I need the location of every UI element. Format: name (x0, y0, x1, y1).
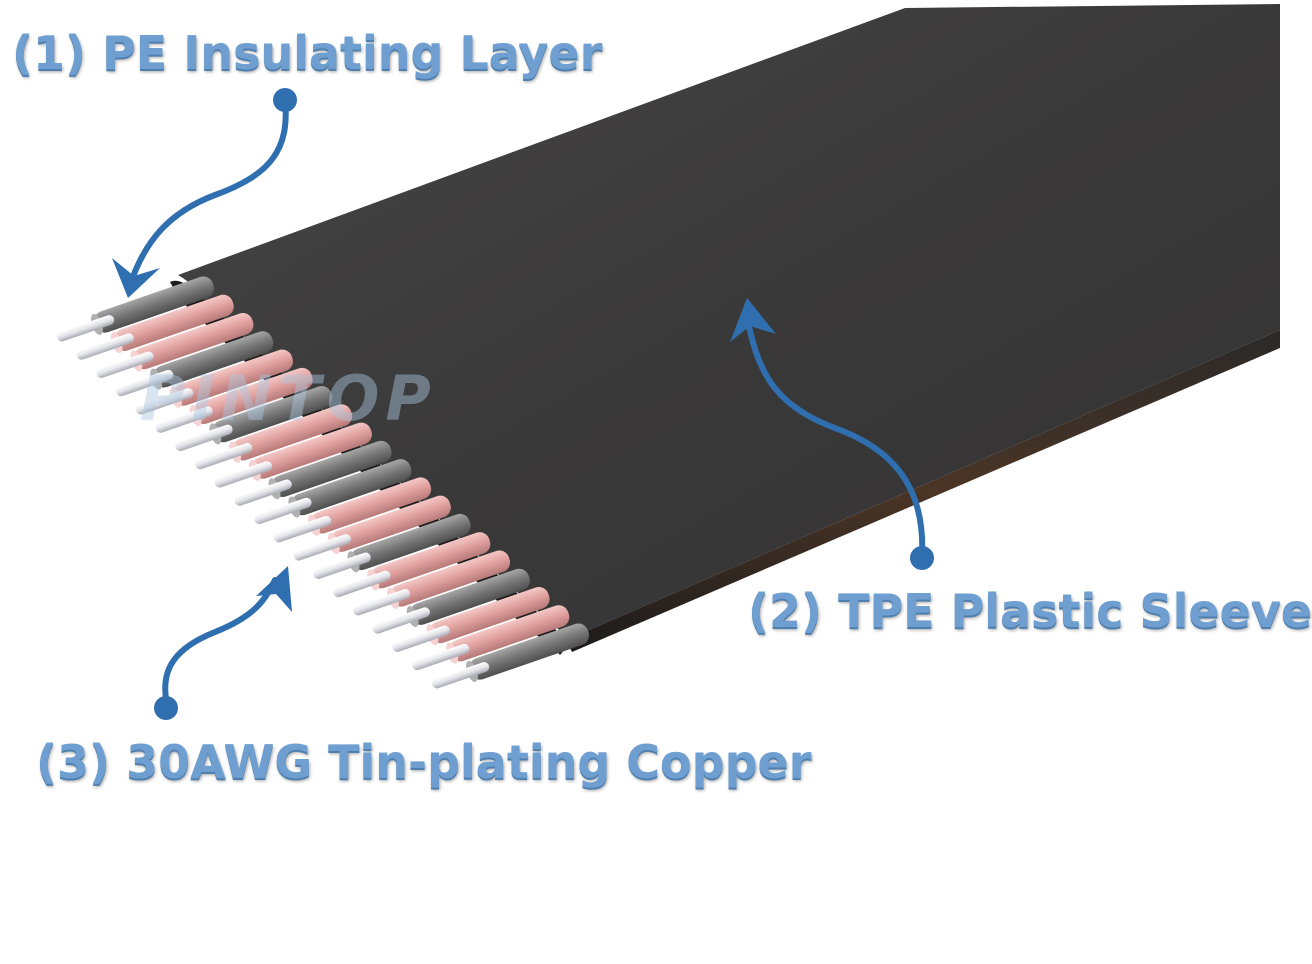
pe-insulation-grey (409, 568, 530, 625)
copper-core (372, 607, 430, 634)
pe-insulation-pink (449, 605, 570, 662)
wire (195, 404, 353, 470)
brand-watermark: PINTOP (140, 362, 437, 435)
pe-insulation-pink (370, 532, 491, 589)
wire (214, 422, 372, 488)
wire (372, 568, 530, 634)
wire (431, 623, 590, 689)
copper-core (116, 369, 174, 397)
label-tpe-plastic-sleeve: (2) TPE Plastic Sleeve (748, 584, 1312, 638)
arrow-copper (162, 577, 278, 711)
pointer-arrows (112, 88, 934, 720)
copper-core (135, 388, 194, 415)
copper-core (155, 406, 213, 433)
pe-insulation-pink (252, 422, 372, 479)
arrow-pe-layer-head (112, 258, 160, 298)
wire (412, 605, 570, 671)
pe-insulation-pink (390, 550, 511, 607)
arrow-copper-head (256, 566, 292, 612)
pe-insulation-grey (271, 440, 392, 498)
wire (352, 550, 511, 616)
pe-insulation-pink (192, 367, 313, 424)
copper-core (234, 479, 292, 506)
copper-core (352, 589, 411, 616)
copper-core (254, 497, 312, 525)
copper-core (175, 424, 233, 452)
copper-core (313, 552, 371, 579)
wire (274, 477, 432, 543)
wire (293, 495, 451, 561)
copper-core (214, 461, 273, 488)
pe-insulation-grey (350, 513, 471, 571)
pe-insulation-pink (113, 294, 234, 351)
copper-core (76, 333, 134, 360)
wire (313, 513, 471, 579)
wire (234, 440, 392, 506)
copper-core (274, 515, 332, 543)
label-tin-plating-copper: (3) 30AWG Tin-plating Copper (36, 735, 812, 789)
pe-insulation-pink (330, 495, 451, 552)
wire (333, 532, 491, 598)
pe-insulation-pink (429, 586, 550, 644)
wire (175, 386, 333, 452)
wire (254, 459, 412, 525)
tpe-sleeve-top-surface (178, 4, 1280, 640)
wire (76, 294, 234, 360)
wire (135, 349, 293, 415)
pe-insulation-grey (212, 386, 333, 443)
pe-insulation-grey (153, 331, 274, 388)
pe-insulation-pink (173, 349, 293, 406)
wire (96, 313, 254, 378)
wire (392, 586, 550, 652)
arrow-tpe-sleeve-head (730, 298, 776, 342)
copper-core (412, 643, 470, 671)
wire (116, 331, 274, 397)
pe-insulation-pink (133, 313, 254, 370)
pe-insulation-grey (469, 623, 590, 680)
copper-core (56, 315, 115, 342)
cable-diagram: PINTOP (1) PE Insulating Layer (2) TPE P… (12, 4, 1312, 789)
arrow-pe-layer (127, 97, 289, 288)
pe-insulation-pink (232, 404, 353, 461)
flat-ribbon-cable-illustration (56, 4, 1280, 720)
copper-core (195, 442, 253, 470)
copper-core (333, 570, 391, 598)
arrow-tpe-sleeve (745, 319, 926, 561)
arrow-copper-dot (154, 696, 178, 720)
wire-bundle (56, 276, 590, 689)
pe-insulation-grey (94, 276, 215, 333)
arrow-pe-layer-dot (273, 88, 297, 112)
label-pe-insulating-layer: (1) PE Insulating Layer (12, 26, 603, 80)
arrow-tpe-sleeve-dot (910, 546, 934, 570)
copper-core (431, 662, 490, 689)
wire (155, 367, 313, 433)
wire (56, 276, 215, 342)
tpe-sleeve-edge (566, 330, 1280, 652)
copper-core (293, 534, 352, 561)
pe-insulation-pink (311, 477, 432, 534)
copper-core (392, 625, 450, 652)
pe-insulation-grey (291, 459, 412, 516)
copper-core (96, 351, 154, 378)
